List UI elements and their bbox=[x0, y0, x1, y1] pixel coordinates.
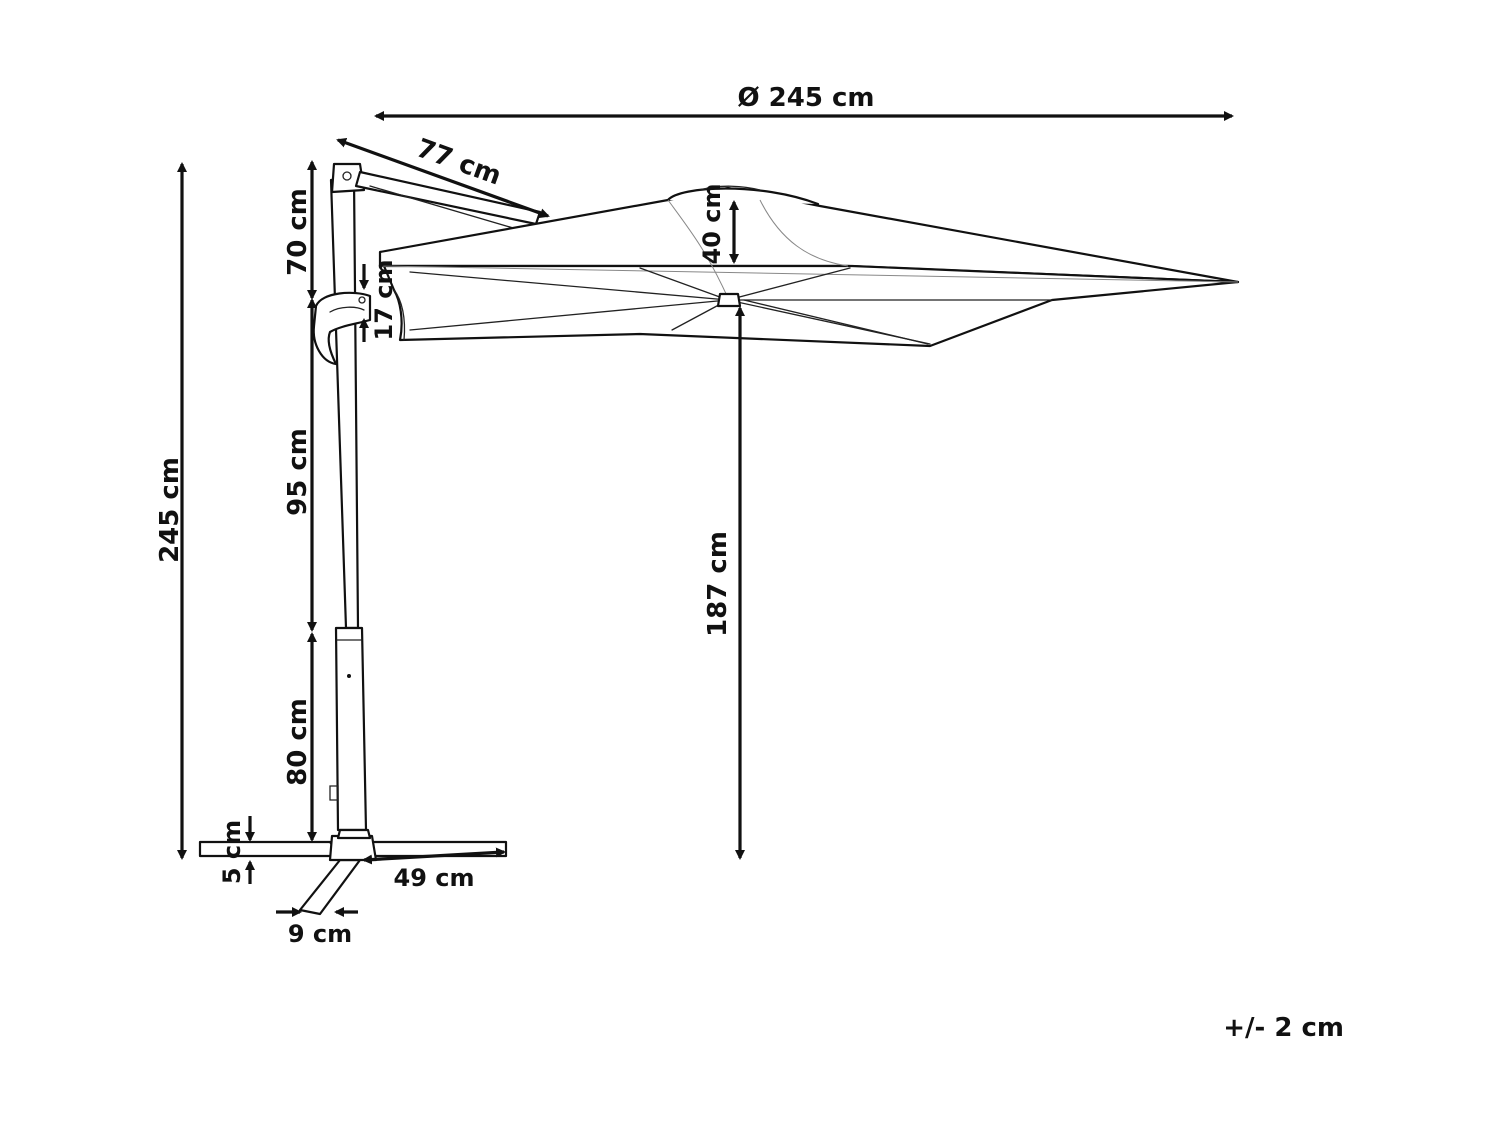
base-thickness-label: 5 cm bbox=[218, 820, 246, 884]
base-width-label: 9 cm bbox=[288, 920, 352, 948]
canopy-diameter-label: Ø 245 cm bbox=[738, 83, 875, 113]
canopy-height-label: 40 cm bbox=[698, 184, 726, 265]
canopy-ribs bbox=[409, 267, 1053, 345]
pole bbox=[329, 176, 360, 630]
dimension-lines bbox=[177, 111, 1234, 917]
total-height-label: 245 cm bbox=[155, 457, 185, 563]
pole-top-label: 70 cm bbox=[283, 188, 313, 276]
canopy-hub bbox=[716, 292, 742, 308]
crank-gap-label: 17 cm bbox=[370, 260, 398, 341]
pole-middle-label: 95 cm bbox=[283, 428, 313, 516]
base-leg-arrow bbox=[362, 847, 506, 865]
canopy-crown bbox=[666, 187, 820, 206]
tolerance-note: +/- 2 cm bbox=[1223, 1013, 1344, 1043]
pole-bottom-label: 80 cm bbox=[283, 698, 313, 786]
arm-arrow bbox=[336, 138, 550, 218]
lock-knob bbox=[329, 785, 339, 801]
pole-lower-sleeve bbox=[334, 626, 368, 832]
dimension-labels: Ø 245 cm 77 cm 245 cm 70 cm 95 cm 80 cm … bbox=[155, 83, 1344, 1043]
clearance-height-label: 187 cm bbox=[703, 531, 733, 637]
crank-handle bbox=[312, 291, 372, 366]
base-leg-label: 49 cm bbox=[394, 864, 475, 892]
